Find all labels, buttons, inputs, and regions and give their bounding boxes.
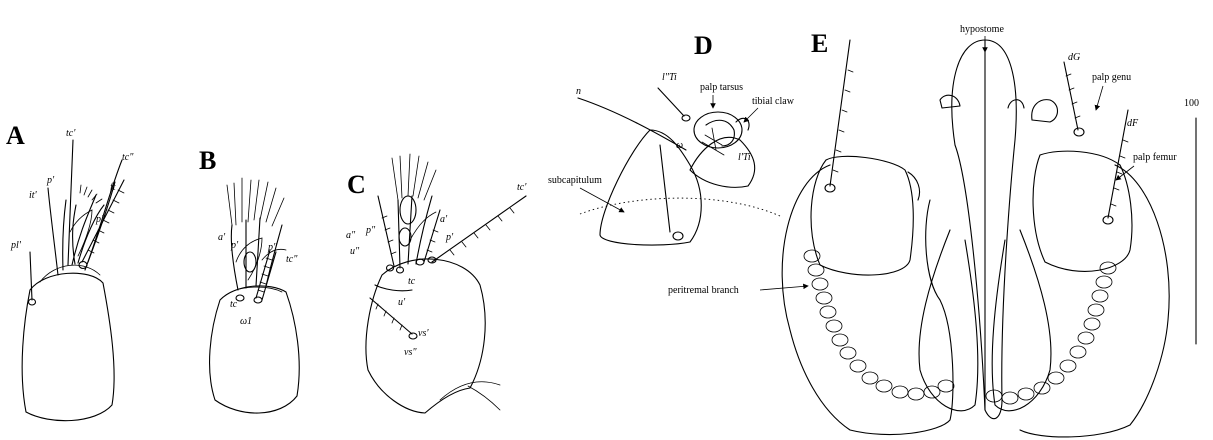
seta-label: a' [218,232,226,243]
label-peritremal-branch: peritremal branch [668,285,739,296]
panel-b-tarsus-outline [210,286,300,413]
peritremal-chain-left [804,250,954,400]
seta-label: ω1 [240,316,252,327]
label-df: dF [1127,118,1139,129]
seta-label: u' [398,297,406,308]
panel-a: A tc' ft tc" p' it' p" pl' [6,121,134,421]
seta-label: tc' [66,128,76,139]
seta-label: p' [230,240,239,251]
label-lti1: l'Ti [738,152,751,163]
seta-label: p" [267,242,278,253]
seta-label: tc' [517,182,527,193]
hypostome-outline [952,40,1016,419]
seta-label: p' [46,175,55,186]
gnathosoma-outline [782,165,953,435]
panel-c: C a" p" u" a' p' tc u' tc' vs' vs" [346,154,527,413]
label-dg: dG [1068,52,1080,63]
seta-label: pl' [10,240,22,251]
seta-label: tc" [122,152,134,163]
label-palp-genu: palp genu [1092,72,1131,83]
subcapitulum-outline [600,130,701,245]
label-lti2: l"Ti [662,72,677,83]
label-omega: ω [676,140,683,151]
panel-a-tarsus-outline [22,273,114,421]
label-n: n [576,86,581,97]
seta-label: it' [29,190,38,201]
panel-d-letter: D [694,31,713,60]
scale-bar-label: 100 [1184,98,1199,109]
seta-label: vs' [418,328,429,339]
label-palp-tarsus: palp tarsus [700,82,743,93]
label-subcapitulum: subcapitulum [548,175,602,186]
label-palp-femur: palp femur [1133,152,1177,163]
panel-d: D n l"Ti palp tarsus tibial claw ω l'Ti … [548,31,795,245]
peritremal-chain-right [986,262,1116,404]
panel-e: E [668,24,1199,437]
seta-label: tc" [286,254,298,265]
panel-c-letter: C [347,170,366,199]
panel-e-letter: E [811,29,828,58]
seta-label: p' [445,232,454,243]
seta-label: u" [350,246,360,257]
seta-label: p" [95,214,106,225]
label-hypostome: hypostome [960,24,1004,35]
seta-label: ft [110,182,116,193]
seta-label: vs" [404,347,417,358]
panel-a-letter: A [6,121,25,150]
panel-b-letter: B [199,146,216,175]
seta-label: a" [346,230,356,241]
label-tibial-claw: tibial claw [752,96,795,107]
seta-label: p" [365,225,376,236]
panel-b: B a' p' p" tc" tc ω1 [199,146,299,413]
seta-label: tc [408,276,416,287]
seta-label: a' [440,214,448,225]
seta-label: tc [230,299,238,310]
